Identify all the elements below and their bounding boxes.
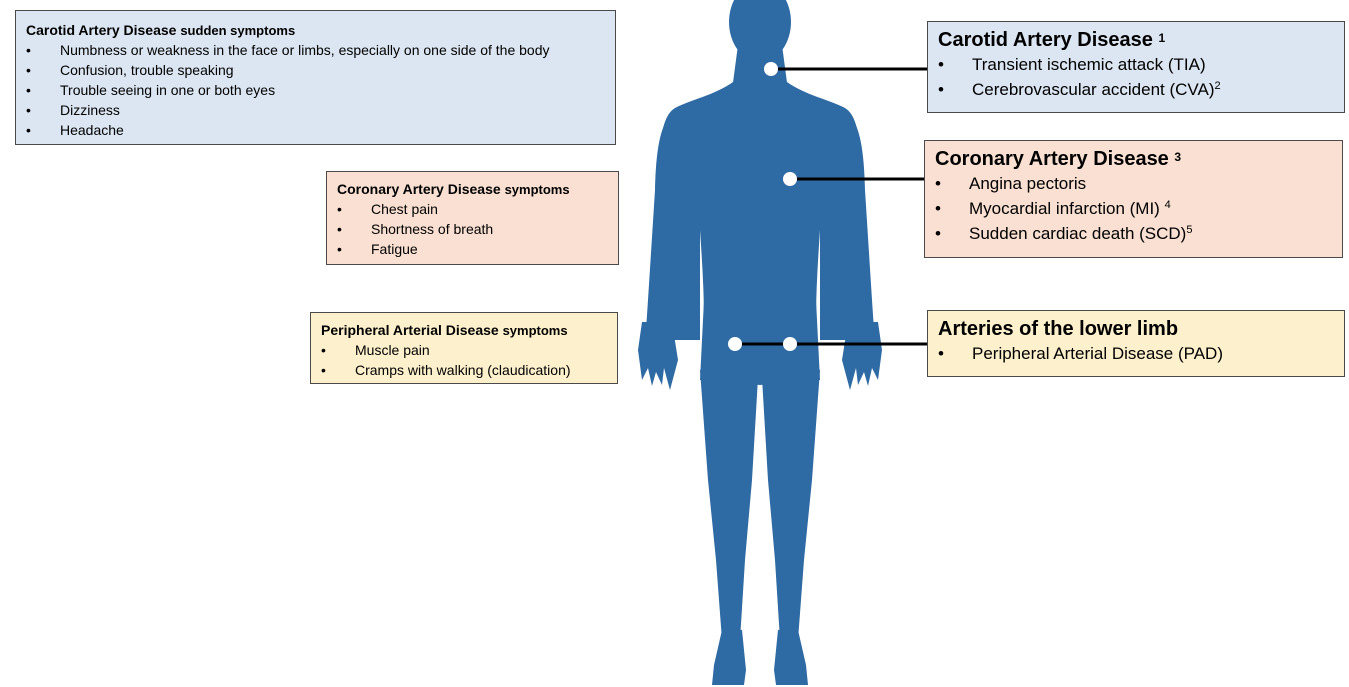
coronary-marker (783, 172, 797, 186)
item-text: Peripheral Arterial Disease (PAD) (972, 344, 1223, 363)
carotid-symptoms-list: Numbness or weakness in the face or limb… (26, 40, 605, 140)
coronary-disease-ref: 3 (1174, 150, 1181, 164)
carotid-symptoms-title-rest: sudden symptoms (180, 23, 295, 38)
list-item: Trouble seeing in one or both eyes (26, 80, 605, 100)
coronary-disease-title-text: Coronary Artery Disease (935, 148, 1169, 170)
coronary-symptoms-list: Chest pain Shortness of breath Fatigue (337, 199, 608, 259)
right-thigh-marker (783, 337, 797, 351)
lower-limb-title: Arteries of the lower limb (938, 317, 1334, 341)
list-item: Numbness or weakness in the face or limb… (26, 40, 605, 60)
item-text: Myocardial infarction (MI) (969, 199, 1160, 218)
list-item: Transient ischemic attack (TIA) (938, 52, 1334, 77)
item-text: Sudden cardiac death (SCD) (969, 224, 1186, 243)
coronary-symptoms-title-rest: symptoms (505, 182, 570, 197)
carotid-symptoms-title: Carotid Artery Disease sudden symptoms (26, 21, 605, 40)
list-item: Sudden cardiac death (SCD)5 (935, 221, 1332, 246)
carotid-disease-ref: 1 (1158, 31, 1165, 45)
list-item: Confusion, trouble speaking (26, 60, 605, 80)
coronary-disease-list: Angina pectoris Myocardial infarction (M… (935, 171, 1332, 246)
list-item: Dizziness (26, 100, 605, 120)
item-text: Transient ischemic attack (TIA) (972, 55, 1206, 74)
list-item: Cramps with walking (claudication) (321, 360, 607, 380)
lower-limb-title-text: Arteries of the lower limb (938, 318, 1178, 340)
coronary-disease-title: Coronary Artery Disease 3 (935, 147, 1332, 171)
list-item: Cerebrovascular accident (CVA)2 (938, 77, 1334, 102)
list-item: Headache (26, 120, 605, 140)
item-ref: 5 (1186, 224, 1192, 236)
coronary-disease-panel: Coronary Artery Disease 3 Angina pectori… (924, 140, 1343, 258)
peripheral-symptoms-title-bold: Peripheral Arterial Disease (321, 322, 499, 338)
list-item: Angina pectoris (935, 171, 1332, 196)
list-item: Peripheral Arterial Disease (PAD) (938, 341, 1334, 366)
item-ref: 4 (1165, 199, 1171, 211)
carotid-symptoms-title-bold: Carotid Artery Disease (26, 22, 176, 38)
carotid-marker (764, 62, 778, 76)
coronary-symptoms-title-bold: Coronary Artery Disease (337, 181, 501, 197)
coronary-symptoms-title: Coronary Artery Disease symptoms (337, 180, 608, 199)
item-text: Cerebrovascular accident (CVA) (972, 80, 1215, 99)
peripheral-symptoms-list: Muscle pain Cramps with walking (claudic… (321, 340, 607, 380)
item-ref: 2 (1215, 80, 1221, 92)
carotid-disease-title: Carotid Artery Disease 1 (938, 28, 1334, 52)
carotid-disease-title-text: Carotid Artery Disease (938, 29, 1153, 51)
list-item: Muscle pain (321, 340, 607, 360)
lower-limb-panel: Arteries of the lower limb Peripheral Ar… (927, 310, 1345, 377)
carotid-disease-panel: Carotid Artery Disease 1 Transient ische… (927, 21, 1345, 113)
carotid-symptoms-panel: Carotid Artery Disease sudden symptoms N… (15, 10, 616, 145)
coronary-symptoms-panel: Coronary Artery Disease symptoms Chest p… (326, 171, 619, 265)
left-thigh-marker (728, 337, 742, 351)
lower-limb-list: Peripheral Arterial Disease (PAD) (938, 341, 1334, 366)
peripheral-symptoms-panel: Peripheral Arterial Disease symptoms Mus… (310, 312, 618, 384)
item-text: Angina pectoris (969, 174, 1086, 193)
carotid-disease-list: Transient ischemic attack (TIA) Cerebrov… (938, 52, 1334, 102)
list-item: Myocardial infarction (MI) 4 (935, 196, 1332, 221)
list-item: Fatigue (337, 239, 608, 259)
peripheral-symptoms-title-rest: symptoms (503, 323, 568, 338)
peripheral-symptoms-title: Peripheral Arterial Disease symptoms (321, 321, 607, 340)
list-item: Chest pain (337, 199, 608, 219)
list-item: Shortness of breath (337, 219, 608, 239)
